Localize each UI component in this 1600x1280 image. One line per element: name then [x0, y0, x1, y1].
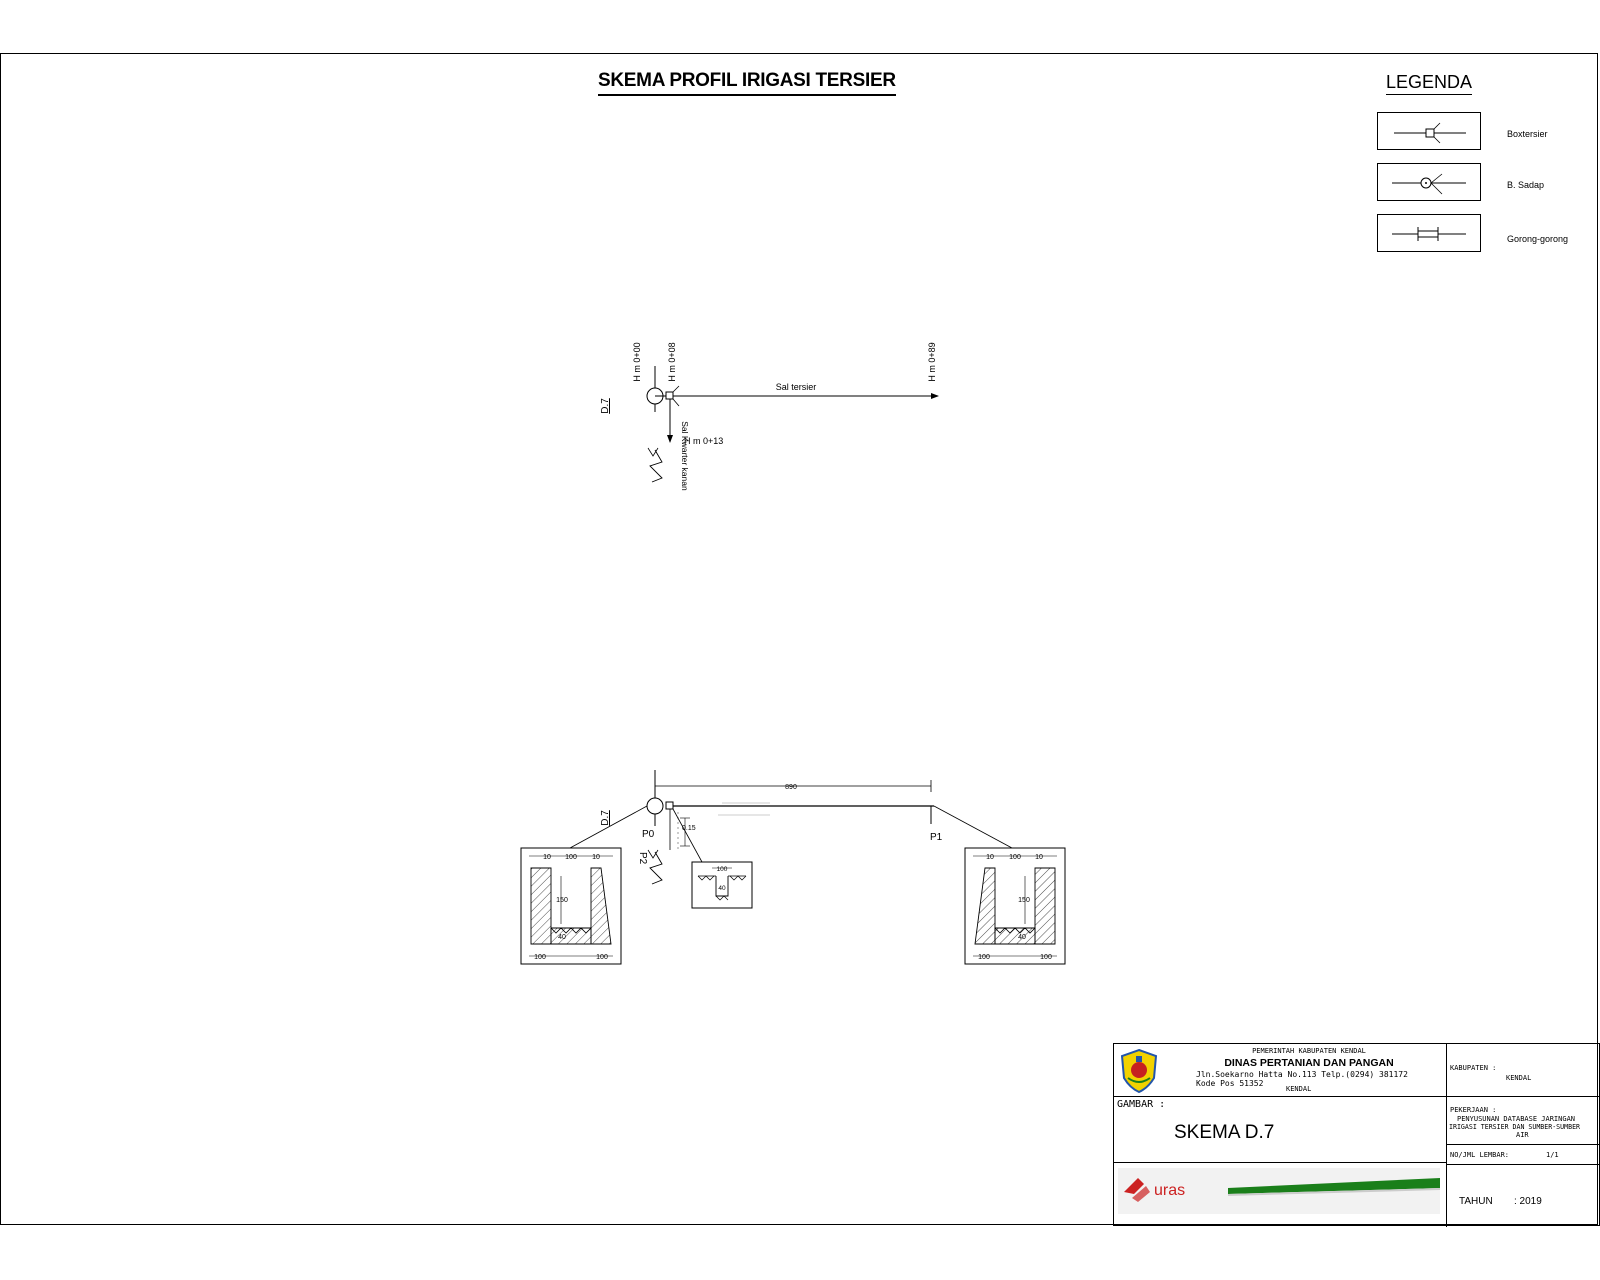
right-dim-base-1: 100: [978, 954, 990, 961]
legend-title: LEGENDA: [1386, 72, 1473, 95]
drawing-frame: [0, 53, 1598, 1225]
tb-address: Jln.Soekarno Hatta No.113 Telp.(0294) 38…: [1196, 1070, 1408, 1079]
consultant-logo-graphic: [1124, 1178, 1440, 1202]
point-label-p0: P0: [642, 829, 655, 840]
tb-pekerjaan-line-2: IRIGASI TERSIER DAN SUMBER-SUMBER: [1449, 1123, 1581, 1131]
tb-kabupaten-label: KABUPATEN :: [1450, 1064, 1497, 1072]
right-dim-wall-1: 10: [986, 854, 994, 861]
right-dim-height: 150: [1018, 897, 1030, 904]
station-label-0: H m 0+00: [632, 342, 642, 381]
profile-length-label: 890: [785, 784, 797, 791]
culvert-icon: [1392, 227, 1466, 241]
left-dim-height: 150: [556, 897, 568, 904]
node-label-lower: D.7: [600, 810, 611, 826]
kendal-emblem: [1118, 1048, 1160, 1094]
title-block: PEMERINTAH KABUPATEN KENDAL DINAS PERTAN…: [1113, 1043, 1600, 1227]
emblem-icon: [1120, 1048, 1158, 1094]
channel-label: Sal tersier: [776, 382, 817, 392]
tb-city: KENDAL: [1286, 1085, 1312, 1093]
tb-org-name: DINAS PERTANIAN DAN PANGAN: [1224, 1057, 1394, 1069]
right-dim-inner-width: 100: [1009, 854, 1021, 861]
tb-sheet-label: NO/JML LEMBAR:: [1450, 1151, 1510, 1159]
tb-gambar-label: GAMBAR :: [1117, 1099, 1166, 1110]
tb-org-gov: PEMERINTAH KABUPATEN KENDAL: [1252, 1047, 1366, 1055]
tb-pekerjaan-line-3: AIR: [1516, 1131, 1529, 1139]
upper-scheme: [646, 366, 939, 483]
legend-label-culvert: Gorong-gorong: [1507, 234, 1569, 244]
box-tersier-icon: [1394, 122, 1466, 144]
tb-tahun-value: : 2019: [1514, 1196, 1542, 1207]
right-dim-bottom: 40: [1018, 934, 1026, 941]
tb-gambar-value: SKEMA D.7: [1174, 1122, 1275, 1143]
cross-section-branch: [691, 861, 753, 909]
left-dim-base-2: 100: [596, 954, 608, 961]
legend-symbol-culvert: [1377, 214, 1481, 252]
branch-dim-label: 0.15: [682, 825, 696, 832]
point-label-p2: P2: [637, 852, 648, 865]
node-label-upper: D.7: [600, 398, 611, 414]
tb-tahun-label: TAHUN: [1459, 1196, 1493, 1207]
consultant-logo-text: uras: [1154, 1182, 1186, 1199]
drawing-title: SKEMA PROFIL IRIGASI TERSIER: [598, 70, 896, 96]
legend-label-sadap: B. Sadap: [1507, 180, 1545, 190]
right-dim-base-2: 100: [1040, 954, 1052, 961]
cross-section-left: [520, 847, 622, 965]
right-dim-wall-2: 10: [1035, 854, 1043, 861]
branch-station-label: H m 0+13: [684, 436, 723, 446]
station-label-2: H m 0+89: [927, 342, 937, 381]
left-dim-wall-1: 10: [543, 854, 551, 861]
left-dim-bottom: 40: [558, 934, 566, 941]
branch-dim-depth: 40: [718, 885, 726, 892]
bangunan-sadap-icon: [1392, 173, 1466, 195]
tb-pekerjaan-line-1: PENYUSUNAN DATABASE JARINGAN: [1457, 1115, 1576, 1123]
left-dim-wall-2: 10: [592, 854, 600, 861]
tb-postal: Kode Pos 51352: [1196, 1079, 1264, 1088]
branch-dim-width: 100: [717, 866, 728, 873]
legend-label-box-tersier: Boxtersier: [1507, 129, 1548, 139]
cross-section-right: [964, 847, 1066, 965]
legend-symbol-box-tersier: [1377, 112, 1481, 150]
lower-profile: [569, 770, 1013, 885]
branch-label: Sal Kwarter kanan: [680, 421, 690, 491]
consultant-logo: uras: [1118, 1168, 1440, 1214]
legend-symbol-sadap: [1377, 163, 1481, 201]
point-label-p1: P1: [930, 832, 943, 843]
left-dim-base-1: 100: [534, 954, 546, 961]
tb-pekerjaan-label: PEKERJAAN :: [1450, 1106, 1497, 1114]
left-dim-inner-width: 100: [565, 854, 577, 861]
station-label-1: H m 0+08: [667, 342, 677, 381]
tb-sheet-value: 1/1: [1546, 1151, 1559, 1159]
tb-kabupaten-value: KENDAL: [1506, 1074, 1532, 1082]
